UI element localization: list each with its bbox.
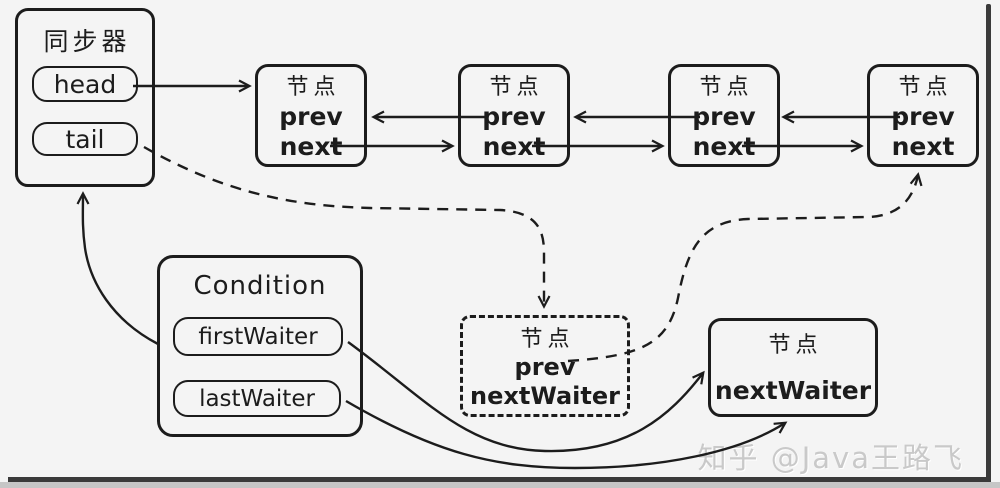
condition-title: Condition [193,271,327,301]
arrow-condition-to-synchronizer [76,191,159,346]
tail-field-label: tail [65,124,105,154]
tail-field: tail [32,122,138,156]
condition-tail-node-nextwaiter: nextWaiter [714,376,872,405]
synchronizer-box: 同步器 head tail [15,8,155,187]
queue-node-2-next: next [482,131,546,161]
queue-node-4-next: next [891,131,955,161]
queue-node-2-prev: prev [482,102,546,131]
frame-bottom-edge [8,477,991,482]
lastwaiter-field: lastWaiter [173,380,341,417]
queue-node-2: 节点 prev next [458,64,570,167]
waiting-node-nextwaiter: nextWaiter [470,381,620,410]
frame-right-edge [986,4,991,479]
firstwaiter-field: firstWaiter [173,317,343,356]
firstwaiter-field-label: firstWaiter [198,323,318,350]
queue-node-3-title: 节点 [699,75,754,100]
queue-node-4: 节点 prev next [867,64,979,167]
queue-node-2-title: 节点 [489,75,544,100]
queue-node-4-title: 节点 [898,75,953,100]
condition-box: Condition firstWaiter lastWaiter [157,255,363,437]
lastwaiter-field-label: lastWaiter [199,385,315,412]
waiting-node-prev: prev [514,353,576,381]
waiting-node-title: 节点 [520,327,575,352]
queue-node-3-prev: prev [692,102,756,131]
waiting-node: 节点 prev nextWaiter [460,315,630,417]
queue-node-1: 节点 prev next [255,64,367,167]
condition-tail-node: 节点 nextWaiter [708,318,878,417]
queue-node-1-next: next [279,131,343,161]
queue-node-1-prev: prev [279,102,343,131]
queue-node-3: 节点 prev next [668,64,780,167]
synchronizer-title: 同步器 [43,27,131,56]
zhihu-watermark: 知乎 @Java王路飞 [697,441,964,475]
queue-node-4-prev: prev [891,102,955,131]
queue-node-3-next: next [692,131,756,161]
head-field-label: head [53,69,117,99]
head-field: head [32,66,138,102]
condition-tail-node-title: 节点 [768,333,823,358]
queue-node-1-title: 节点 [286,75,341,100]
frame-under-strip [0,482,1000,488]
